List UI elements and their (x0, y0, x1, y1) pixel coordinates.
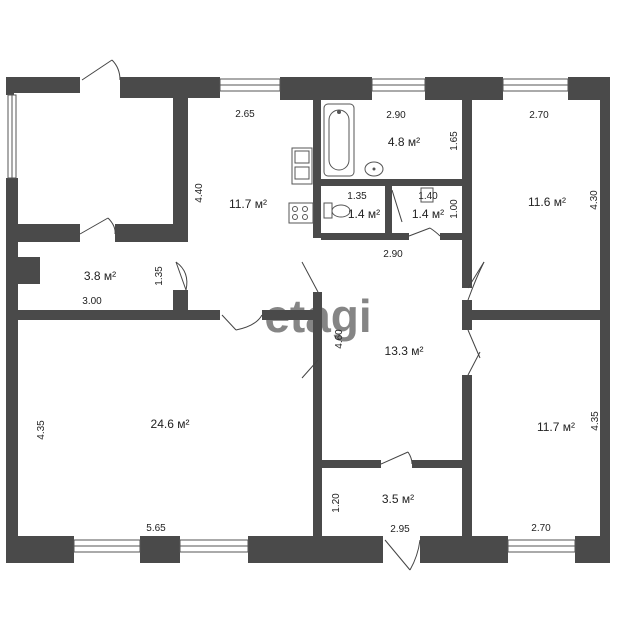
window-icon (7, 78, 576, 553)
dim-toilet-width: 1.35 (347, 191, 367, 202)
room-living-area: 24.6 м² (151, 417, 190, 431)
area-labels: 11.7 м² 4.8 м² 11.6 м² 1.4 м² 1.4 м² 3.8… (84, 135, 575, 506)
room-hall-area: 13.3 м² (385, 344, 424, 358)
dim-closet-width: 1.40 (418, 191, 438, 202)
dim-bedroom-se-height: 4.35 (590, 411, 601, 431)
dim-bedroom-ne-height: 4.30 (589, 190, 600, 210)
dim-living-width: 5.65 (146, 523, 166, 534)
door-icon (79, 59, 485, 571)
dim-living-height: 4.35 (36, 420, 47, 440)
stove-icon (288, 202, 314, 224)
room-kitchen-area: 11.7 м² (229, 197, 267, 211)
walls (6, 77, 610, 563)
dim-storage-height: 1.35 (154, 266, 165, 286)
dim-storage-width: 3.00 (82, 296, 102, 307)
dim-bedroom-ne-width: 2.70 (529, 110, 549, 121)
room-toilet-area: 1.4 м² (348, 207, 380, 221)
room-bedroom-se-area: 11.7 м² (537, 420, 575, 434)
dim-kitchen-height: 4.40 (194, 183, 205, 203)
dim-bedroom-se-width: 2.70 (531, 523, 551, 534)
dim-bathroom-width: 2.90 (386, 110, 406, 121)
room-storage-area: 3.8 м² (84, 269, 116, 283)
dim-hall-width: 2.90 (383, 249, 403, 260)
room-closet-area: 1.4 м² (412, 207, 444, 221)
dim-closet-height: 1.00 (449, 199, 460, 219)
room-bedroom-ne-area: 11.6 м² (528, 195, 566, 209)
toilet-icon (323, 202, 351, 219)
dim-hall-height: 4.60 (334, 329, 345, 349)
dim-entry-width: 2.95 (390, 524, 410, 535)
dim-kitchen-width: 2.65 (235, 109, 255, 120)
bathtub-icon (323, 103, 355, 177)
room-entry-area: 3.5 м² (382, 492, 414, 506)
dimension-labels: 2.65 4.40 2.90 1.65 2.70 4.30 1.35 1.40 … (36, 109, 601, 535)
dim-entry-height: 1.20 (331, 493, 342, 513)
room-bathroom-area: 4.8 м² (388, 135, 420, 149)
sink-icon (291, 147, 384, 185)
dim-bathroom-height: 1.65 (449, 131, 460, 151)
